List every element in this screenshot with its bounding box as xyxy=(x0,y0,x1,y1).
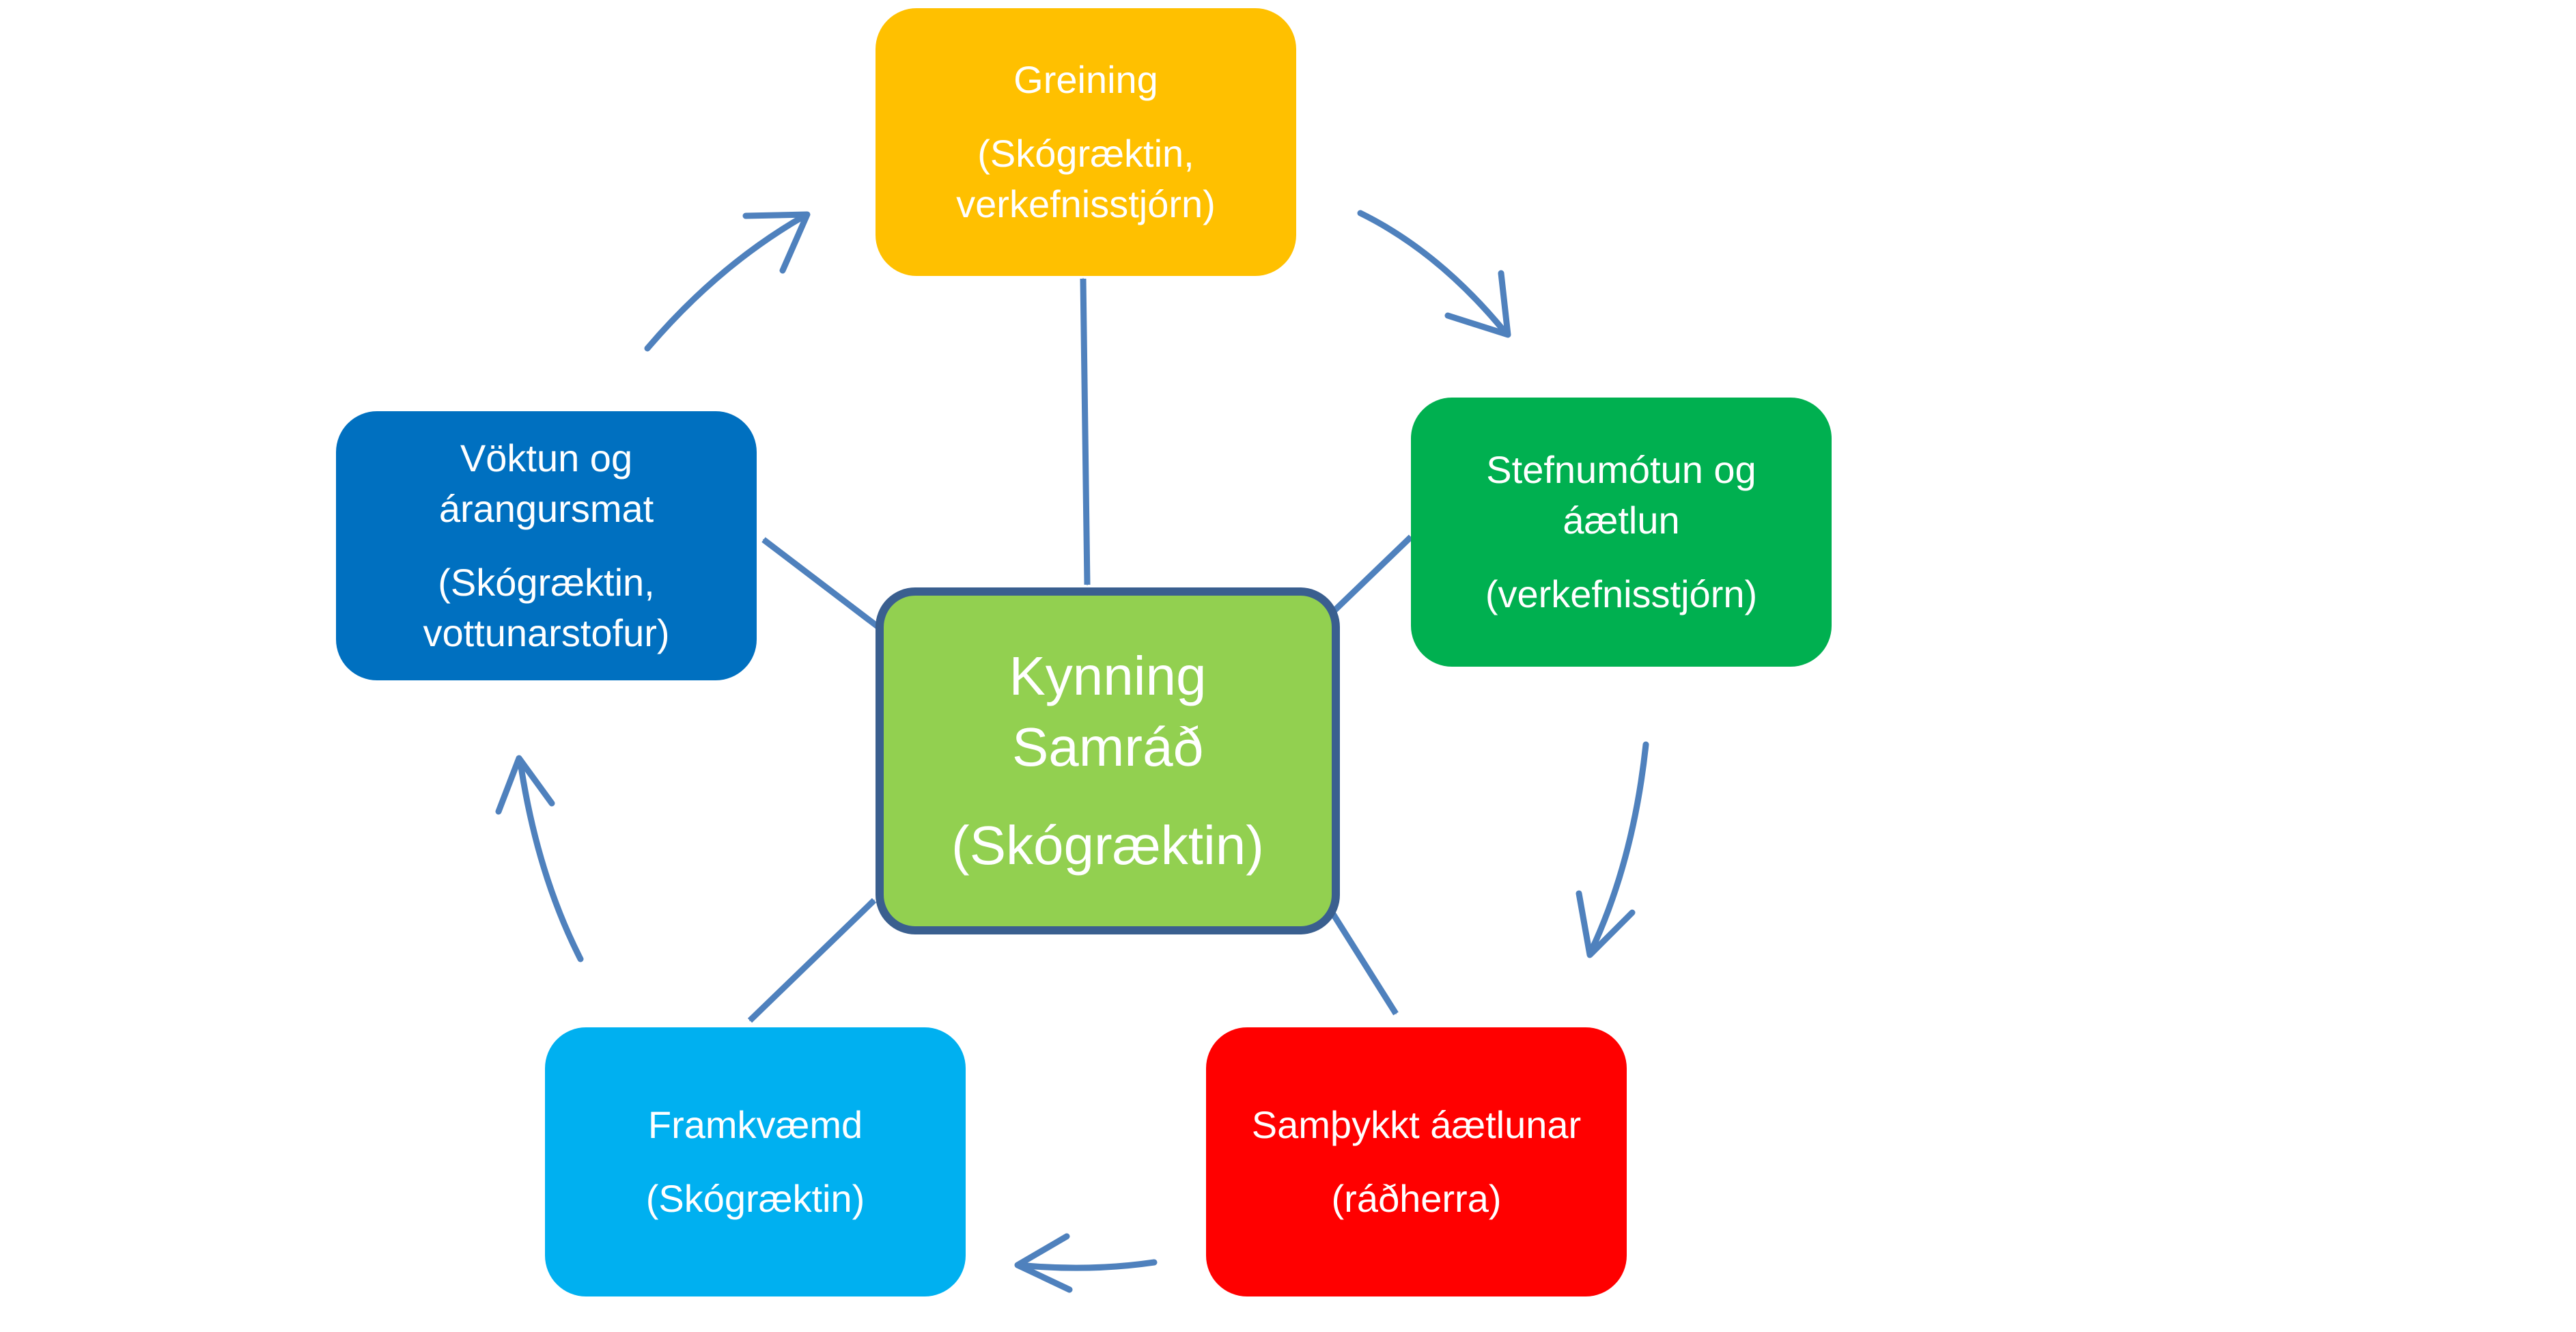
node-samthykkt-owner: (ráðherra) xyxy=(1331,1177,1502,1220)
node-greining-owner-2: verkefnisstjórn) xyxy=(956,182,1216,225)
arrow-samthykkt-to-framkvaemd xyxy=(1014,1233,1158,1293)
arrow-voktun-to-greining xyxy=(644,211,811,352)
node-stefnumotun-title-2: áætlun xyxy=(1563,499,1680,542)
arrow-greining-to-stefnumotun xyxy=(1357,210,1511,338)
node-framkvaemd-owner: (Skógræktin) xyxy=(645,1177,865,1220)
node-voktun: Vöktun og árangursmat (Skógræktin, vottu… xyxy=(336,411,757,680)
node-greining: Greining (Skógræktin, verkefnisstjórn) xyxy=(876,8,1296,276)
node-framkvaemd: Framkvæmd (Skógræktin) xyxy=(545,1027,966,1296)
node-greining-title: Greining xyxy=(1013,58,1158,101)
node-stefnumotun-title-1: Stefnumótun og xyxy=(1486,448,1756,491)
cycle-arrows xyxy=(495,210,1649,1293)
connector-center-framkvaemd xyxy=(747,898,877,1023)
node-voktun-title-2: árangursmat xyxy=(438,487,654,530)
node-framkvaemd-title: Framkvæmd xyxy=(647,1103,863,1146)
node-stefnumotun-owner: (verkefnisstjórn) xyxy=(1485,572,1758,615)
node-samthykkt-title: Samþykkt áætlunar xyxy=(1251,1103,1582,1146)
node-kynning-samrad: Kynning Samráð (Skógræktin) xyxy=(876,587,1340,934)
node-stefnumotun: Stefnumótun og áætlun (verkefnisstjórn) xyxy=(1411,398,1832,667)
node-kynning-title-2: Samráð xyxy=(1011,717,1204,777)
arrow-framkvaemd-to-voktun xyxy=(495,755,584,962)
node-greining-owner-1: (Skógræktin, xyxy=(977,132,1194,175)
connector-center-voktun xyxy=(761,537,891,638)
node-voktun-owner-1: (Skógræktin, xyxy=(438,561,655,604)
node-voktun-title-1: Vöktun og xyxy=(460,436,633,480)
node-voktun-owner-2: vottunarstofur) xyxy=(423,611,670,654)
connector-center-greining xyxy=(1080,277,1091,586)
connector-center-samthykkt xyxy=(1330,912,1399,1016)
node-kynning-title-1: Kynning xyxy=(1009,646,1207,706)
arrow-stefnumotun-to-samthykkt xyxy=(1576,741,1649,958)
node-kynning-owner: (Skógræktin) xyxy=(951,815,1264,876)
node-samthykkt: Samþykkt áætlunar (ráðherra) xyxy=(1206,1027,1627,1296)
